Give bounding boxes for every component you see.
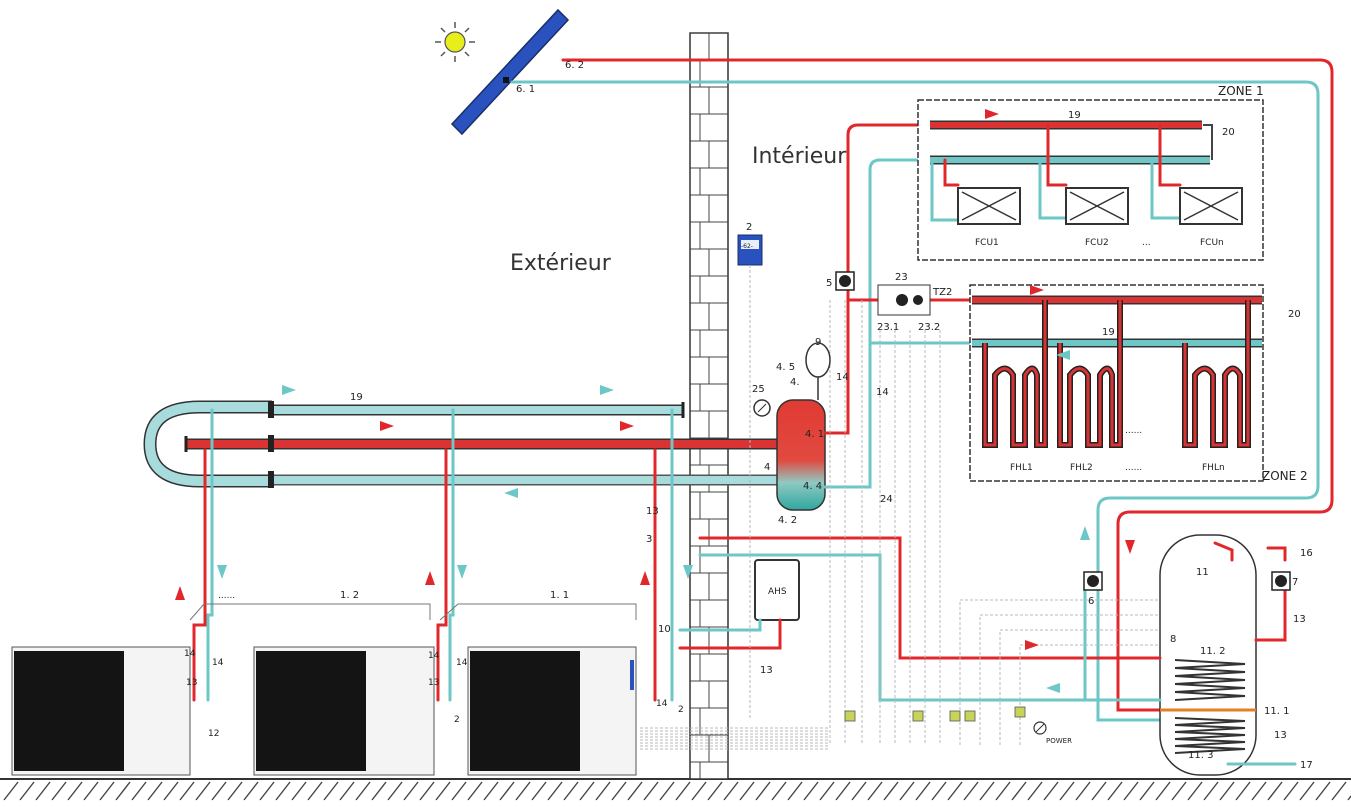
dots-label-1: ...... xyxy=(218,591,235,601)
main-loop xyxy=(143,400,790,488)
num-13-d: 13 xyxy=(1274,730,1287,741)
fhl-label-2: FHL2 xyxy=(1070,463,1093,473)
num-6-2: 6. 2 xyxy=(565,60,584,71)
hot-water-tank xyxy=(1159,534,1257,776)
fhl-label-1: FHL1 xyxy=(1010,463,1033,473)
flow-arrows xyxy=(175,109,1135,693)
dots-label-4: ... xyxy=(1142,238,1151,248)
num-14-b: 14 xyxy=(876,387,889,398)
zone-1-label: ZONE 1 xyxy=(1218,84,1264,98)
unit-group-a-label: 1. 2 xyxy=(340,590,359,601)
unit-num-12: 12 xyxy=(208,729,219,739)
unit-drops xyxy=(192,408,674,702)
num-4: 4 xyxy=(764,462,770,473)
num-25: 25 xyxy=(752,384,765,395)
num-24: 24 xyxy=(880,494,893,505)
ahs-label: AHS xyxy=(768,587,787,597)
dots-label-2: ...... xyxy=(1125,426,1142,436)
num-11: 11 xyxy=(1196,567,1209,578)
zone-2-label: ZONE 2 xyxy=(1262,469,1308,483)
power-icon xyxy=(1033,721,1047,735)
num-16: 16 xyxy=(1300,548,1313,559)
panel-display: -62- xyxy=(741,243,753,250)
num-11-3: 11. 3 xyxy=(1188,750,1213,761)
pump-5-icon xyxy=(835,271,855,291)
outdoor-unit-3 xyxy=(467,646,637,776)
pump-7-icon xyxy=(1271,571,1291,591)
num-4-x: 4. xyxy=(790,377,800,388)
buffer-tank xyxy=(776,399,826,511)
interior-label: Intérieur xyxy=(752,144,847,169)
num-19-zone1: 19 xyxy=(1068,110,1081,121)
num-11-1: 11. 1 xyxy=(1264,706,1289,717)
num-5: 5 xyxy=(826,278,832,289)
num-20-zone1: 20 xyxy=(1222,127,1235,138)
unit-num-14-d: 14 xyxy=(456,658,468,668)
power-label: POWER xyxy=(1046,737,1072,745)
labels: Extérieur Intérieur ZONE 1 ZONE 2 AHS PO… xyxy=(218,84,1308,745)
num-7: 7 xyxy=(1292,577,1298,588)
wall xyxy=(689,32,729,780)
gauge-icon xyxy=(753,399,771,417)
num-14-a: 14 xyxy=(836,372,849,383)
outdoor-unit-1 xyxy=(11,646,191,776)
num-4-2: 4. 2 xyxy=(778,515,797,526)
component-numbers: 6. 2 6. 1 2 19 19 19 20 20 5 23 23.1 23.… xyxy=(184,60,1313,771)
fcu-label-2: FCU2 xyxy=(1085,238,1109,248)
control-panel xyxy=(737,234,763,720)
num-2: 2 xyxy=(746,222,752,233)
zone-2 xyxy=(969,284,1264,482)
num-20-zone2: 20 xyxy=(1288,309,1301,320)
num-13-b: 13 xyxy=(760,665,773,676)
zone-1 xyxy=(917,99,1264,261)
num-4-4: 4. 4 xyxy=(803,481,822,492)
num-4-1: 4. 1 xyxy=(805,429,824,440)
fhl-label-3: FHLn xyxy=(1202,463,1225,473)
fcu-label-1: FCU1 xyxy=(975,238,999,248)
unit-group-b-label: 1. 1 xyxy=(550,590,569,601)
unit-num-14-b: 14 xyxy=(212,658,224,668)
unit-num-14-a: 14 xyxy=(184,649,196,659)
num-11-2: 11. 2 xyxy=(1200,646,1225,657)
unit-num-13-a: 13 xyxy=(186,678,197,688)
num-4-5: 4. 5 xyxy=(776,362,795,373)
expansion-vessel xyxy=(805,342,831,400)
pump-6-icon xyxy=(1083,571,1103,591)
ahs-unit xyxy=(678,559,800,650)
num-8: 8 xyxy=(1170,634,1176,645)
unit-num-2-a: 2 xyxy=(454,715,460,725)
num-19-zone2: 19 xyxy=(1102,327,1115,338)
solar-panel xyxy=(450,8,570,136)
unit-num-14-c: 14 xyxy=(428,651,440,661)
num-6: 6 xyxy=(1088,596,1094,607)
num-23: 23 xyxy=(895,272,908,283)
fcu-label-3: FCUn xyxy=(1200,238,1224,248)
ground xyxy=(0,778,1351,801)
num-9: 9 xyxy=(815,337,821,348)
num-10: 10 xyxy=(658,624,671,635)
dots-label-3: ...... xyxy=(1125,463,1142,473)
zone-pipes xyxy=(823,123,972,489)
num-3: 3 xyxy=(646,534,652,545)
sun-icon xyxy=(435,22,475,62)
solar-loop xyxy=(510,58,1334,722)
mixing-station-23 xyxy=(877,284,931,316)
unit-num-14-e: 14 xyxy=(656,699,668,709)
unit-num-2-b: 2 xyxy=(678,705,684,715)
num-23-1: 23.1 xyxy=(877,322,899,333)
num-13-a: 13 xyxy=(646,506,659,517)
exterior-label: Extérieur xyxy=(510,251,612,276)
num-19-loop: 19 xyxy=(350,392,363,403)
signal-wires xyxy=(640,300,1160,750)
num-tz2: TZ2 xyxy=(932,287,952,298)
unit-num-13-b: 13 xyxy=(428,678,439,688)
num-6-1: 6. 1 xyxy=(516,84,535,95)
num-13-c: 13 xyxy=(1293,614,1306,625)
num-23-2: 23.2 xyxy=(918,322,940,333)
unit-group-brackets xyxy=(189,603,637,621)
outdoor-unit-2 xyxy=(253,646,435,776)
num-17: 17 xyxy=(1300,760,1313,771)
